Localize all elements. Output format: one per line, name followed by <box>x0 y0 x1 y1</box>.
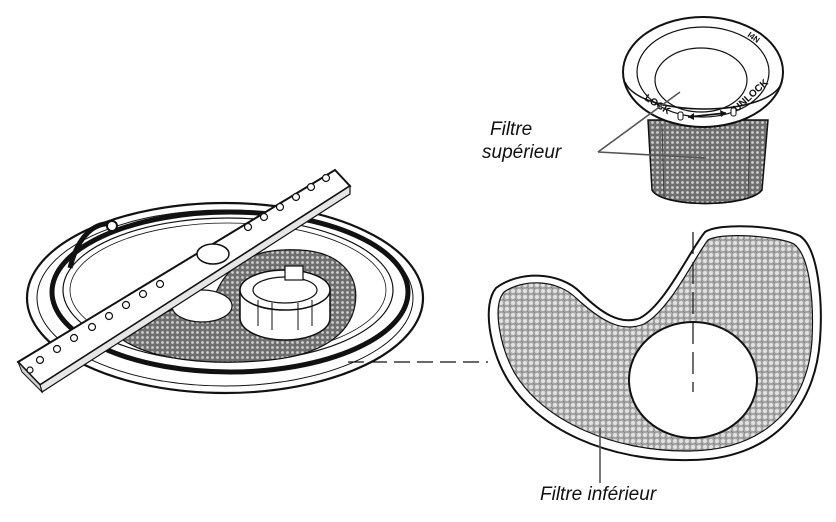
upper-filter-label-line2: supérieur <box>482 142 561 164</box>
basin-cylinder-filter <box>240 266 330 340</box>
lower-filter <box>489 226 821 460</box>
upper-filter <box>623 17 783 204</box>
upper-filter-label-line1: Filtre <box>490 119 532 141</box>
lower-filter-label: Filtre inférieur <box>540 484 656 506</box>
